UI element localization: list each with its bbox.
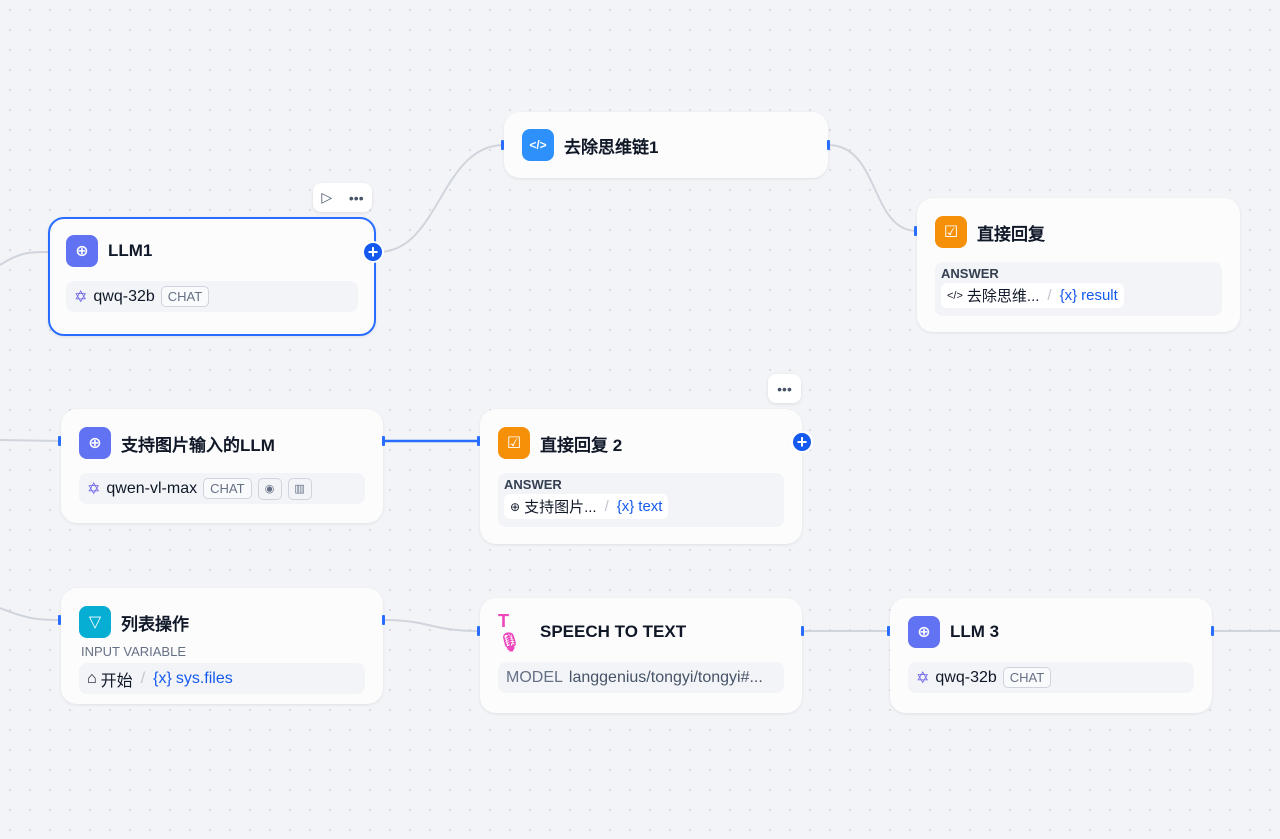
edge bbox=[382, 619, 481, 632]
brain-icon: ⊕ bbox=[66, 235, 98, 267]
target-handle[interactable] bbox=[501, 140, 504, 150]
variable-name: result bbox=[1081, 287, 1118, 304]
qwen-logo-icon: ✡ bbox=[74, 288, 88, 306]
edge bbox=[0, 251, 49, 266]
mode-badge: CHAT bbox=[203, 478, 252, 499]
edge bbox=[0, 439, 62, 442]
node-title: LLM1 bbox=[108, 241, 153, 260]
node-speech-to-text[interactable]: T🎙 SPEECH TO TEXT MODEL langgenius/tongyi/… bbox=[480, 598, 802, 713]
node-strip-cot[interactable]: </> 去除思维链1 bbox=[504, 112, 828, 178]
node-toolbar: ▷ ••• bbox=[313, 183, 372, 212]
variable-name: text bbox=[638, 498, 663, 515]
source-handle[interactable] bbox=[827, 140, 830, 150]
variable-ref: </>去除思维.../{x}result bbox=[941, 283, 1124, 308]
brain-icon: ⊕ bbox=[510, 499, 521, 514]
code-icon: </> bbox=[522, 129, 554, 161]
variable-icon: {x} bbox=[1059, 287, 1078, 304]
brain-icon: ⊕ bbox=[79, 427, 111, 459]
node-title: 直接回复 bbox=[977, 224, 1045, 244]
target-handle[interactable] bbox=[477, 436, 480, 446]
node-title: 支持图片输入的LLM bbox=[121, 435, 275, 455]
target-handle[interactable] bbox=[58, 436, 61, 446]
edge bbox=[377, 144, 505, 253]
model-name: langgenius/tongyi/tongyi#... bbox=[568, 668, 763, 686]
answer-label: ANSWER bbox=[504, 477, 562, 492]
source-handle[interactable] bbox=[382, 615, 385, 625]
source-handle[interactable] bbox=[801, 626, 804, 636]
target-handle[interactable] bbox=[914, 226, 917, 236]
add-node-button[interactable]: + bbox=[791, 431, 813, 453]
model-name: qwq-32b bbox=[935, 668, 997, 686]
source-node: 支持图片... bbox=[524, 499, 597, 516]
node-title: 去除思维链1 bbox=[564, 137, 659, 157]
vision-icon: ◉ bbox=[257, 477, 282, 500]
edge bbox=[827, 144, 918, 232]
node-reply1[interactable]: ☑ 直接回复 ANSWER </>去除思维.../{x}result bbox=[917, 198, 1240, 332]
variable-icon: {x} bbox=[616, 498, 635, 515]
node-title: 直接回复 2 bbox=[540, 435, 623, 455]
answer-label: ANSWER bbox=[941, 266, 999, 281]
add-node-button[interactable]: + bbox=[362, 241, 384, 263]
home-icon: ⌂ bbox=[87, 669, 97, 687]
speech-to-text-icon: T🎙 bbox=[498, 611, 521, 652]
node-toolbar: ••• bbox=[768, 374, 801, 403]
source-handle[interactable] bbox=[382, 436, 385, 446]
source-node: 去除思维... bbox=[966, 288, 1040, 305]
brain-icon: ⊕ bbox=[908, 616, 940, 648]
variable-ref: ⊕支持图片.../{x}text bbox=[504, 494, 669, 519]
node-title: LLM 3 bbox=[950, 622, 1000, 641]
node-reply2[interactable]: ☑ 直接回复 2 ANSWER ⊕支持图片.../{x}text bbox=[480, 409, 802, 544]
target-handle[interactable] bbox=[477, 626, 480, 636]
more-icon[interactable]: ••• bbox=[348, 189, 364, 206]
model-name: qwq-32b bbox=[93, 287, 155, 305]
model-name: qwen-vl-max bbox=[106, 479, 198, 497]
reply-icon: ☑ bbox=[498, 427, 530, 459]
video-icon: ▥ bbox=[287, 477, 312, 500]
variable-name: sys.files bbox=[175, 669, 233, 687]
qwen-logo-icon: ✡ bbox=[87, 480, 101, 498]
code-icon: </> bbox=[947, 289, 963, 302]
node-title: 列表操作 bbox=[121, 614, 189, 634]
node-llm3[interactable]: ⊕ LLM 3 ✡ qwq-32b CHAT bbox=[890, 598, 1212, 713]
reply-icon: ☑ bbox=[935, 216, 967, 248]
node-list-operator[interactable]: ▽列表操作 INPUT VARIABLE ⌂开始/{x}sys.files bbox=[61, 588, 383, 704]
more-icon[interactable]: ••• bbox=[777, 380, 792, 397]
filter-icon: ▽ bbox=[79, 606, 111, 638]
node-vision-llm[interactable]: ⊕ 支持图片输入的LLM ✡ qwen-vl-max CHAT◉▥ bbox=[61, 409, 383, 523]
mode-badge: CHAT bbox=[1002, 667, 1052, 688]
input-variable-label: INPUT VARIABLE bbox=[81, 644, 186, 659]
mode-badge: CHAT bbox=[160, 286, 210, 307]
variable-icon: {x} bbox=[153, 669, 172, 687]
node-title: SPEECH TO TEXT bbox=[540, 622, 687, 641]
node-llm1[interactable]: ⊕ LLM1 ✡ qwq-32b CHAT bbox=[48, 217, 376, 336]
run-icon[interactable]: ▷ bbox=[321, 189, 333, 205]
target-handle[interactable] bbox=[58, 615, 61, 625]
source-node: 开始 bbox=[100, 672, 133, 690]
target-handle[interactable] bbox=[887, 626, 890, 636]
model-label: MODEL bbox=[506, 668, 563, 686]
source-handle[interactable] bbox=[1211, 626, 1214, 636]
qwen-logo-icon: ✡ bbox=[916, 669, 930, 687]
edge bbox=[0, 607, 62, 621]
